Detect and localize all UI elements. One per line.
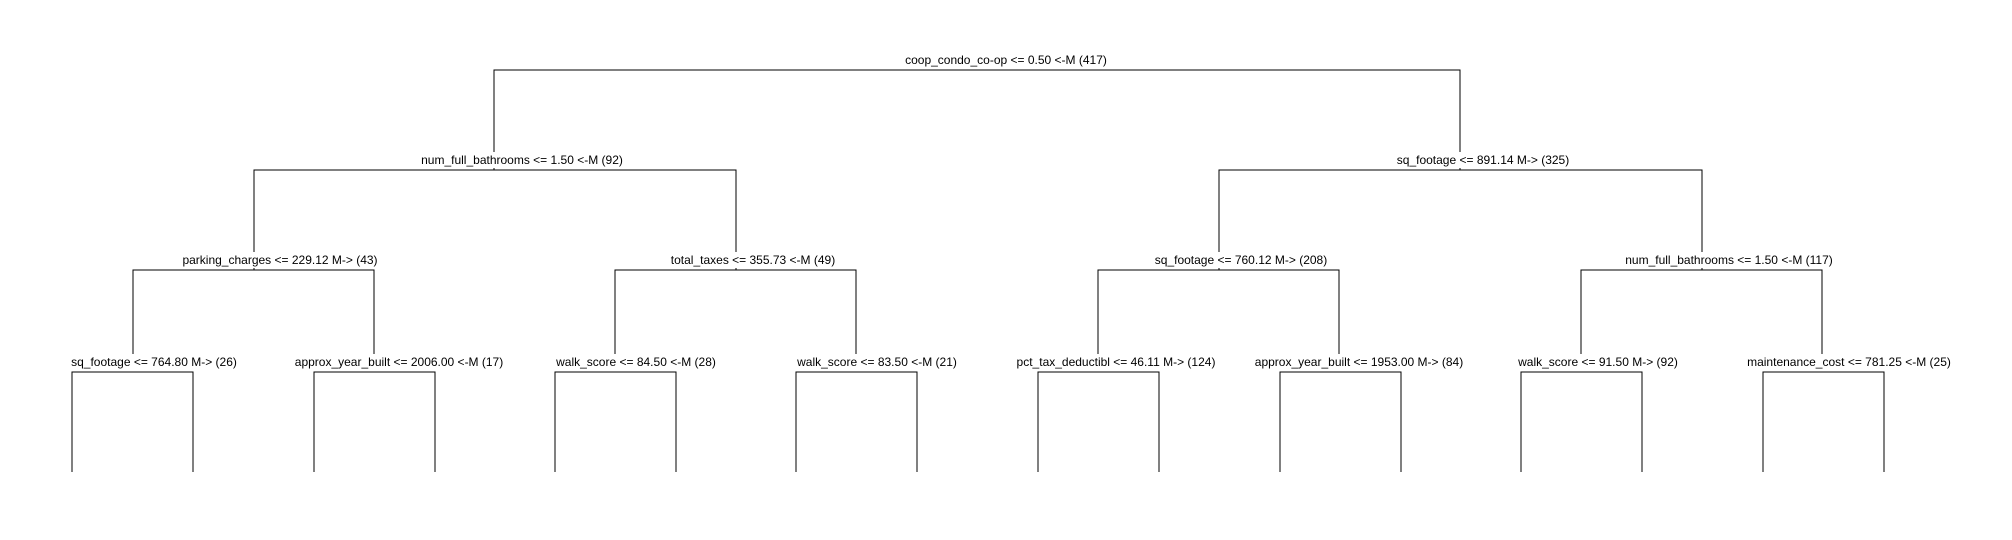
level1-right-edge: [1218, 169, 1703, 270]
level1-right-label: sq_footage <= 891.14 M-> (325): [1397, 153, 1569, 167]
level3-label-8: maintenance_cost <= 781.25 <-M (25): [1747, 355, 1951, 369]
level2-split-2: total_taxes <= 355.73 <-M (49): [614, 252, 857, 370]
level3-label-4: walk_score <= 83.50 <-M (21): [796, 355, 957, 369]
level3-split-5: pct_tax_deductibl <= 46.11 M-> (124): [1017, 354, 1216, 472]
root-split: coop_condo_co-op <= 0.50 <-M (417): [493, 52, 1461, 170]
level2-edge-4: [1580, 269, 1823, 370]
level3-edge-1: [71, 371, 194, 472]
level3-label-1: sq_footage <= 764.80 M-> (26): [71, 355, 237, 369]
level2-label-4: num_full_bathrooms <= 1.50 <-M (117): [1625, 253, 1833, 267]
level3-edge-7: [1520, 371, 1643, 472]
level2-split-4: num_full_bathrooms <= 1.50 <-M (117): [1580, 252, 1838, 370]
level3-label-3: walk_score <= 84.50 <-M (28): [555, 355, 716, 369]
level1-right-split: sq_footage <= 891.14 M-> (325): [1218, 152, 1703, 270]
level2-edge-1: [132, 269, 375, 370]
level3-edge-5: [1037, 371, 1160, 472]
level3-edge-2: [313, 371, 436, 472]
level3-edge-6: [1279, 371, 1402, 472]
level3-edge-4: [795, 371, 918, 472]
level2-label-1: parking_charges <= 229.12 M-> (43): [182, 253, 377, 267]
level3-label-6: approx_year_built <= 1953.00 M-> (84): [1255, 355, 1463, 369]
level3-split-1: sq_footage <= 764.80 M-> (26): [69, 354, 239, 472]
level3-label-7: walk_score <= 91.50 M-> (92): [1517, 355, 1678, 369]
level3-split-7: walk_score <= 91.50 M-> (92): [1517, 354, 1679, 472]
level3-edge-8: [1762, 371, 1885, 472]
level2-label-2: total_taxes <= 355.73 <-M (49): [671, 253, 835, 267]
level3-split-3: walk_score <= 84.50 <-M (28): [553, 354, 719, 472]
level3-split-6: approx_year_built <= 1953.00 M-> (84): [1255, 354, 1463, 472]
level2-edge-2: [614, 269, 857, 370]
level3-label-5: pct_tax_deductibl <= 46.11 M-> (124): [1017, 355, 1216, 369]
root-branch-edge: [493, 69, 1461, 170]
level3-label-2: approx_year_built <= 2006.00 <-M (17): [295, 355, 503, 369]
level1-left-label: num_full_bathrooms <= 1.50 <-M (92): [421, 153, 623, 167]
level3-split-8: maintenance_cost <= 781.25 <-M (25): [1743, 354, 1955, 472]
root-node-label: coop_condo_co-op <= 0.50 <-M (417): [905, 53, 1107, 67]
level1-left-edge: [253, 169, 737, 270]
level2-split-3: sq_footage <= 760.12 M-> (208): [1097, 252, 1340, 370]
level3-split-4: walk_score <= 83.50 <-M (21): [795, 354, 959, 472]
level2-edge-3: [1097, 269, 1340, 370]
level2-label-3: sq_footage <= 760.12 M-> (208): [1155, 253, 1327, 267]
level3-edge-3: [554, 371, 677, 472]
level2-split-1: parking_charges <= 229.12 M-> (43): [132, 252, 382, 370]
level3-split-2: approx_year_built <= 2006.00 <-M (17): [293, 354, 505, 472]
level1-left-split: num_full_bathrooms <= 1.50 <-M (92): [253, 152, 737, 270]
